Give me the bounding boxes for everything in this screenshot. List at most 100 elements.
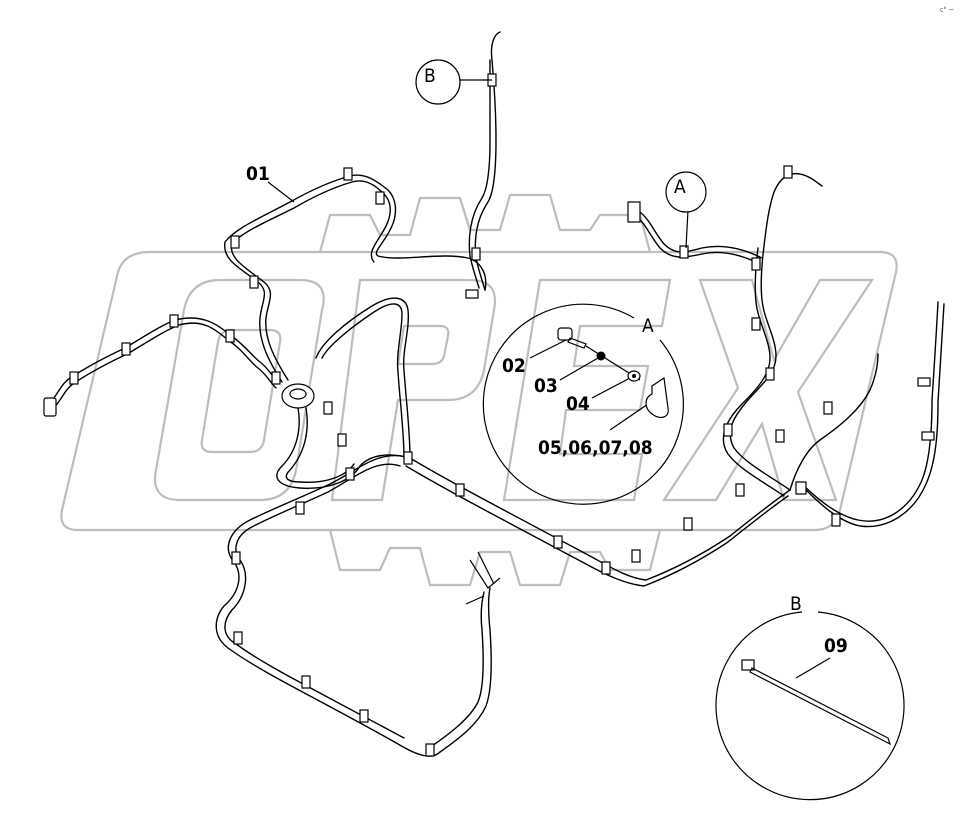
leader-02 [529, 339, 567, 359]
clip [231, 551, 241, 565]
harness-clips [43, 73, 935, 757]
leader-05-08 [609, 403, 649, 431]
watermark-letter-p [330, 278, 497, 502]
clip [751, 317, 761, 331]
clip [631, 549, 641, 563]
clip [343, 167, 353, 181]
clip [230, 235, 240, 249]
harness-main-trunk [409, 457, 791, 581]
clip [679, 245, 689, 259]
watermark-frame [60, 250, 898, 532]
watermark-letter-e [502, 278, 672, 502]
clip [69, 371, 79, 385]
detail-a-title: A [642, 315, 654, 337]
harness-far-right-2b [803, 303, 945, 528]
nut-part [596, 351, 606, 361]
harness-right-upper-2 [722, 247, 785, 497]
harness-lower-left-2 [224, 463, 405, 739]
leader-a-marker [685, 209, 689, 249]
clip [735, 483, 745, 497]
harness-grommet-tube-2 [285, 407, 355, 483]
clip [921, 431, 935, 441]
leader-04 [591, 377, 631, 399]
detail-b: B 09 [715, 593, 905, 801]
clip [359, 709, 369, 723]
leader-09 [795, 657, 831, 679]
clip [553, 535, 563, 549]
harness-branch-b-2 [468, 59, 491, 289]
marker-b-label: B [424, 65, 436, 87]
clip [233, 631, 243, 645]
clip [121, 342, 131, 356]
clip [765, 367, 775, 381]
watermark-letter-o [153, 278, 325, 502]
clip [271, 371, 281, 385]
callout-bolt: 02 [502, 355, 526, 377]
clip [775, 429, 785, 443]
clip [455, 483, 465, 497]
harness-cable-tie [465, 551, 501, 605]
clip [337, 433, 347, 447]
harness-branch-a-2 [635, 215, 761, 265]
harness-loop [315, 297, 411, 459]
marker-a-label: A [674, 176, 686, 198]
bolt-shank [567, 337, 587, 349]
clamp-part [645, 376, 669, 418]
leader-03 [559, 357, 599, 381]
watermark-letter-o-inner [200, 328, 282, 454]
clip [601, 561, 611, 575]
harness-left-branch-2 [51, 322, 277, 411]
watermark-letter-p-inner [396, 324, 450, 366]
bolt-head [557, 327, 573, 341]
clip [249, 275, 259, 289]
cable-tie-strap [749, 667, 892, 746]
detail-b-title: B [790, 593, 802, 615]
clip [465, 289, 479, 299]
harness-tie-branch-2 [431, 591, 485, 747]
clip [295, 501, 305, 515]
harness-far-right-2 [799, 301, 939, 522]
clip [751, 257, 761, 271]
clip [723, 423, 733, 437]
clip [471, 247, 481, 261]
harness-grommet-tube [276, 407, 411, 489]
bolt-part [557, 327, 587, 349]
callout-cable-tie: 09 [824, 635, 848, 657]
leader-lines [267, 79, 831, 679]
clip [323, 401, 333, 415]
clip [917, 377, 931, 387]
detail-b-circle [715, 611, 905, 801]
top-connector [627, 201, 641, 223]
leader-01 [267, 181, 295, 203]
marker-b-circle [415, 59, 461, 105]
callout-washer: 04 [566, 393, 590, 415]
clip [783, 165, 793, 179]
harness-far-right-1 [789, 353, 879, 491]
watermark-gear [318, 193, 662, 587]
detail-marker-b: B [415, 59, 461, 105]
marker-a-circle [665, 171, 707, 213]
left-connector [43, 397, 57, 417]
clip [823, 401, 833, 415]
grommet-hole [289, 388, 307, 400]
clip [403, 451, 413, 465]
washer-hole [632, 374, 636, 378]
clip [301, 675, 311, 689]
detail-a-circle [482, 303, 684, 505]
clip [345, 467, 355, 481]
wire-harness [47, 31, 945, 757]
callout-nut: 03 [534, 375, 558, 397]
cable-tie-head [741, 659, 755, 671]
detail-marker-a: A [665, 171, 707, 213]
corner-mark: c° ~ [940, 6, 954, 14]
harness-tie-branch [439, 587, 492, 753]
detail-a: A 02 03 04 05,06,07,08 [482, 303, 684, 505]
clip [795, 481, 807, 495]
watermark-letter-x [661, 278, 875, 502]
harness-upper-left [224, 174, 487, 383]
harness-lower-left [215, 454, 441, 757]
harness-loop-2 [321, 303, 405, 459]
clip [425, 743, 435, 757]
